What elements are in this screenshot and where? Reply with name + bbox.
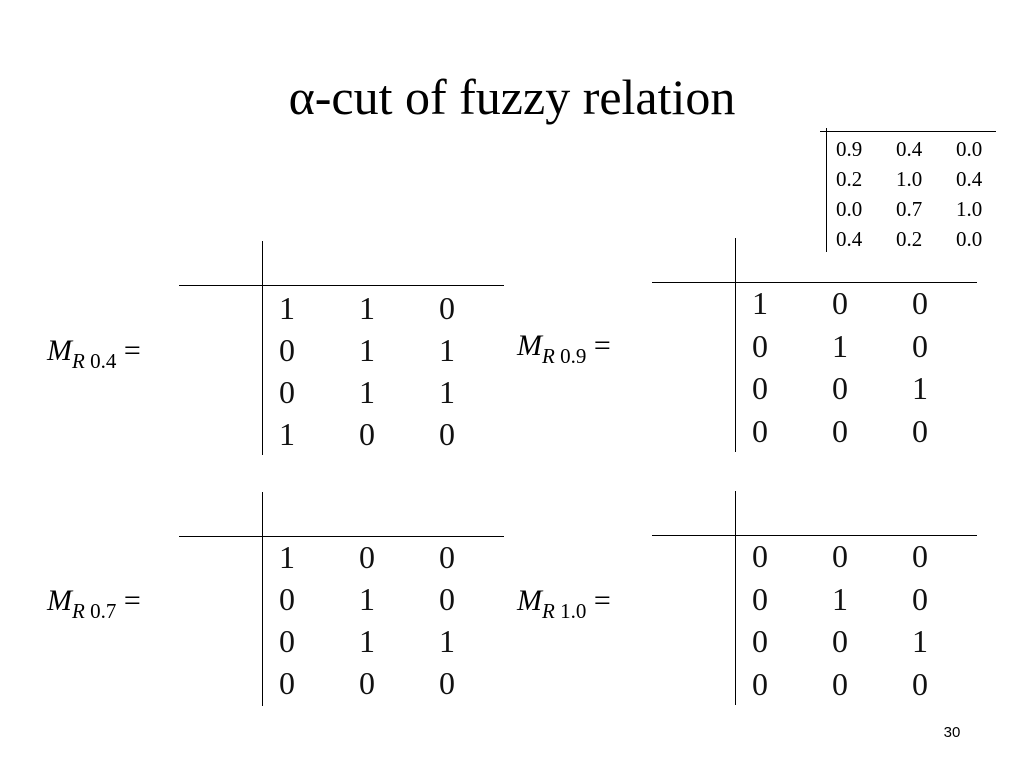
matrix-cell: 0 [912, 538, 928, 574]
alpha-cut-matrix-0-9: 1 0 0 0 1 0 0 0 1 0 0 0 [652, 238, 977, 452]
matrix-cell: 0 [752, 370, 768, 406]
matrix-label-sub-letter: R [72, 599, 85, 623]
matrix-cell: 1 [439, 623, 455, 659]
matrix-cell: 0 [279, 665, 295, 701]
page-number: 30 [943, 724, 961, 741]
matrix-cell: 0 [912, 413, 928, 449]
matrix-label-sub-letter: R [542, 599, 555, 623]
matrix-label-alpha: 0.4 [90, 349, 117, 373]
matrix-label-alpha: 1.0 [560, 599, 587, 623]
matrix-cell: 0 [912, 328, 928, 364]
matrix-cell: 0 [359, 416, 375, 452]
matrix-cell: 1 [279, 416, 295, 452]
matrix-label-alpha: 0.9 [560, 344, 587, 368]
matrix-cell: 0 [439, 539, 455, 575]
relation-cell: 0.7 [896, 197, 923, 221]
matrix-label-sub-letter: R [542, 344, 555, 368]
matrix-label-0-9: MR 0.9 = [517, 326, 611, 368]
matrix-cell: 1 [359, 581, 375, 617]
matrix-cell: 0 [439, 416, 455, 452]
relation-cell: 0.2 [836, 167, 863, 191]
matrix-cell: 0 [752, 538, 768, 574]
fuzzy-relation-table: 0.9 0.4 0.0 0.2 1.0 0.4 0.0 0.7 1.0 0.4 … [820, 128, 998, 252]
matrix-vertical-rule [262, 492, 263, 706]
matrix-cell: 0 [752, 666, 768, 702]
matrix-label-0-4: MR 0.4 = [47, 331, 141, 373]
matrix-cell: 0 [832, 370, 848, 406]
matrix-label-sub-letter: R [72, 349, 85, 373]
matrix-cell: 0 [912, 581, 928, 617]
matrix-cell: 0 [439, 290, 455, 326]
matrix-cell: 1 [439, 332, 455, 368]
matrix-cell: 0 [359, 665, 375, 701]
relation-cell: 0.9 [836, 137, 863, 161]
matrix-cell: 0 [279, 581, 295, 617]
matrix-label-1-0: MR 1.0 = [517, 581, 611, 623]
matrix-label-equals: = [593, 329, 611, 362]
matrix-cell: 1 [912, 623, 928, 659]
matrix-label-letter: M [47, 584, 72, 617]
matrix-cell: 0 [912, 285, 928, 321]
matrix-cell: 1 [832, 328, 848, 364]
table-horizontal-rule [820, 131, 996, 132]
matrix-vertical-rule [735, 238, 736, 452]
matrix-cell: 1 [359, 332, 375, 368]
matrix-cell: 1 [279, 290, 295, 326]
matrix-cell: 0 [439, 665, 455, 701]
relation-cell: 1.0 [956, 197, 983, 221]
matrix-horizontal-rule [652, 535, 977, 536]
relation-cell: 1.0 [896, 167, 923, 191]
matrix-cell: 0 [752, 413, 768, 449]
relation-cell: 0.4 [956, 167, 983, 191]
matrix-cell: 0 [832, 538, 848, 574]
table-vertical-rule [826, 128, 827, 252]
matrix-cell: 0 [279, 332, 295, 368]
matrix-cell: 1 [752, 285, 768, 321]
matrix-label-equals: = [123, 334, 141, 367]
alpha-cut-matrix-1-0: 0 0 0 0 1 0 0 0 1 0 0 0 [652, 491, 977, 705]
matrix-cell: 0 [832, 623, 848, 659]
matrix-label-equals: = [123, 584, 141, 617]
matrix-label-alpha: 0.7 [90, 599, 117, 623]
matrix-cell: 0 [752, 623, 768, 659]
matrix-cell: 0 [832, 413, 848, 449]
matrix-cell: 1 [359, 374, 375, 410]
matrix-cell: 0 [359, 539, 375, 575]
matrix-label-0-7: MR 0.7 = [47, 581, 141, 623]
matrix-cell: 1 [359, 623, 375, 659]
matrix-cell: 1 [359, 290, 375, 326]
alpha-cut-matrix-0-4: 1 1 0 0 1 1 0 1 1 1 0 0 [179, 241, 504, 455]
matrix-cell: 1 [912, 370, 928, 406]
matrix-cell: 0 [279, 374, 295, 410]
relation-cell: 0.4 [836, 227, 863, 251]
matrix-horizontal-rule [179, 285, 504, 286]
matrix-label-letter: M [517, 584, 542, 617]
slide-title: α-cut of fuzzy relation [288, 69, 736, 125]
matrix-cell: 0 [752, 581, 768, 617]
relation-cell: 0.0 [956, 227, 983, 251]
matrix-vertical-rule [735, 491, 736, 705]
matrix-vertical-rule [262, 241, 263, 455]
matrix-cell: 0 [279, 623, 295, 659]
matrix-label-letter: M [47, 334, 72, 367]
matrix-cell: 1 [279, 539, 295, 575]
relation-cell: 0.2 [896, 227, 923, 251]
relation-cell: 0.4 [896, 137, 923, 161]
matrix-cell: 0 [912, 666, 928, 702]
matrix-horizontal-rule [652, 282, 977, 283]
matrix-cell: 0 [832, 285, 848, 321]
matrix-cell: 0 [439, 581, 455, 617]
matrix-cell: 0 [752, 328, 768, 364]
matrix-label-equals: = [593, 584, 611, 617]
matrix-label-letter: M [517, 329, 542, 362]
matrix-cell: 0 [832, 666, 848, 702]
relation-cell: 0.0 [836, 197, 863, 221]
relation-cell: 0.0 [956, 137, 983, 161]
matrix-horizontal-rule [179, 536, 504, 537]
matrix-cell: 1 [439, 374, 455, 410]
alpha-cut-matrix-0-7: 1 0 0 0 1 0 0 1 1 0 0 0 [179, 492, 504, 706]
matrix-cell: 1 [832, 581, 848, 617]
